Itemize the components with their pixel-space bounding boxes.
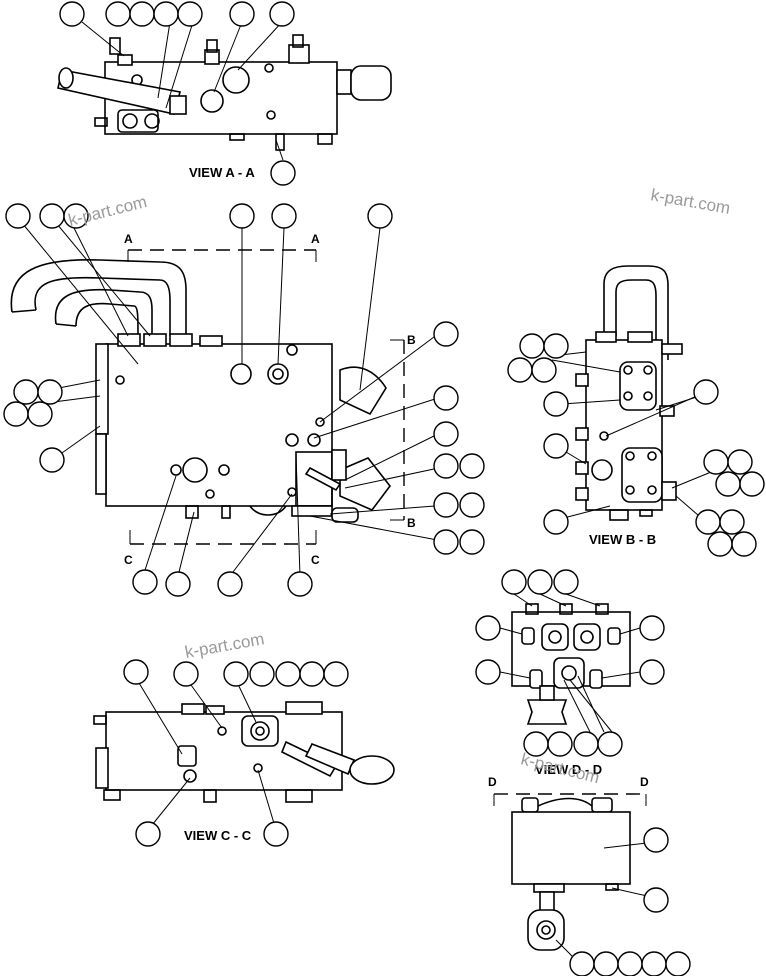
view-a-a: VIEW A - A [57, 1, 392, 186]
callout-bubble [433, 453, 459, 479]
callout-bubble [132, 569, 158, 595]
view-d-d-lower: D D [488, 775, 691, 976]
callout-bubble [547, 731, 573, 757]
callout-bubble [229, 203, 255, 229]
callout-bubble [39, 203, 65, 229]
callout-bubble [229, 1, 255, 27]
callout-bubble [501, 569, 527, 595]
callout-bubble [177, 1, 203, 27]
callout-bubble [459, 492, 485, 518]
callout-bubble [433, 385, 459, 411]
view-c-c: VIEW C - C [93, 659, 395, 847]
section-marker-a-right: A [311, 232, 320, 246]
section-marker-d-right: D [640, 775, 649, 789]
callout-bubble [703, 449, 729, 475]
callout-bubble [617, 951, 643, 976]
callout-bubble [569, 951, 595, 976]
callout-bubble [105, 1, 131, 27]
callout-bubble [639, 659, 665, 685]
callout-bubble [165, 571, 191, 597]
callout-bubble [727, 449, 753, 475]
callout-bubble [63, 203, 89, 229]
callout-bubble [39, 447, 65, 473]
callout-bubble [275, 661, 301, 687]
callout-bubble [223, 661, 249, 687]
section-marker-b-bottom: B [407, 516, 416, 530]
callout-bubble [707, 531, 733, 557]
callout-bubble [593, 951, 619, 976]
callout-bubble [553, 569, 579, 595]
section-marker-c-left: C [124, 553, 133, 567]
callout-bubble [27, 401, 53, 427]
watermark: k-part.com [66, 192, 149, 230]
callout-bubble [323, 661, 349, 687]
section-marker-d-left: D [488, 775, 497, 789]
callout-bubble [543, 391, 569, 417]
callout-bubble [367, 203, 393, 229]
callout-bubble [263, 821, 289, 847]
callout-bubble [731, 531, 757, 557]
callout-bubble [643, 827, 669, 853]
callout-bubble [715, 471, 741, 497]
callout-bubble [135, 821, 161, 847]
callout-bubble [739, 471, 765, 497]
section-marker-a-left: A [124, 232, 133, 246]
callout-bubble [573, 731, 599, 757]
callout-bubble [217, 571, 243, 597]
callout-bubble [597, 731, 623, 757]
callout-bubble [695, 509, 721, 535]
callout-bubble [173, 661, 199, 687]
view-d-d-label: VIEW D - D [535, 762, 602, 777]
callout-bubble [719, 509, 745, 535]
callout-bubble [433, 321, 459, 347]
callout-bubble [153, 1, 179, 27]
main-view: A A B B C C [3, 203, 485, 597]
callout-bubble [507, 357, 533, 383]
callout-bubble [5, 203, 31, 229]
callout-bubble [459, 529, 485, 555]
callout-bubble [37, 379, 63, 405]
callout-bubble [3, 401, 29, 427]
callout-bubble [129, 1, 155, 27]
callout-bubble [519, 333, 545, 359]
callout-bubble [270, 160, 296, 186]
callout-bubble [543, 433, 569, 459]
callout-bubble [543, 333, 569, 359]
callout-bubble [527, 569, 553, 595]
section-marker-c-right: C [311, 553, 320, 567]
callout-bubble [13, 379, 39, 405]
callout-bubble [271, 203, 297, 229]
callout-bubble [299, 661, 325, 687]
watermark: k-part.com [649, 185, 731, 218]
callout-bubble [531, 357, 557, 383]
view-d-d: VIEW D - D [475, 569, 665, 777]
callout-bubble [475, 659, 501, 685]
view-b-b-label: VIEW B - B [589, 532, 656, 547]
watermark: k-part.com [183, 629, 265, 662]
callout-bubble [249, 661, 275, 687]
callout-bubble [269, 1, 295, 27]
callout-bubble [433, 529, 459, 555]
callout-bubble [641, 951, 667, 976]
view-b-b: VIEW B - B [507, 265, 765, 557]
callout-bubble [475, 615, 501, 641]
section-marker-b-top: B [407, 333, 416, 347]
view-c-c-label: VIEW C - C [184, 828, 252, 843]
callout-bubble [59, 1, 85, 27]
callout-bubble [639, 615, 665, 641]
callout-bubble [459, 453, 485, 479]
view-a-a-label: VIEW A - A [189, 165, 255, 180]
callout-bubble [433, 492, 459, 518]
callout-bubble [433, 421, 459, 447]
callout-bubble [643, 887, 669, 913]
callout-bubble [287, 571, 313, 597]
callout-bubble [543, 509, 569, 535]
callout-bubble [665, 951, 691, 976]
callout-bubble [693, 379, 719, 405]
callout-bubble [123, 659, 149, 685]
